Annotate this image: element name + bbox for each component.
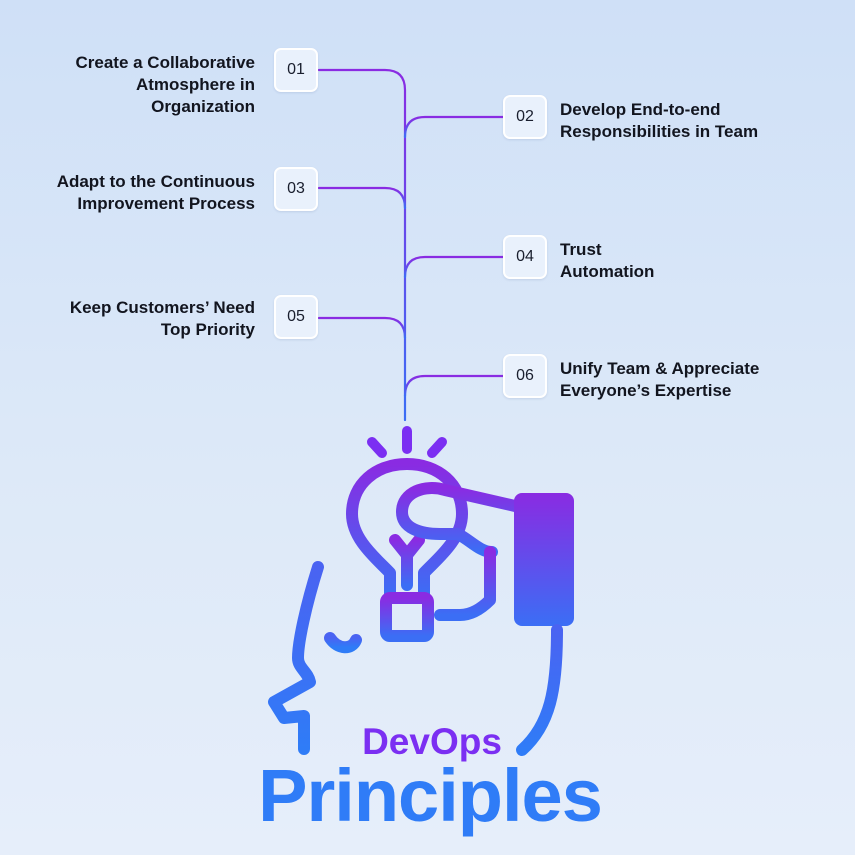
- connector-06: [403, 374, 505, 398]
- principle-number-02: 02: [503, 95, 547, 139]
- connector-02: [403, 115, 505, 139]
- connector-01: [317, 68, 407, 422]
- title-principles: Principles: [258, 754, 603, 837]
- principle-label-01: Create a Collaborative Atmosphere in Org…: [75, 53, 255, 116]
- principle-label-03: Adapt to the Continuous Improvement Proc…: [56, 172, 255, 213]
- principle-number-06: 06: [503, 354, 547, 398]
- principle-number-01: 01: [274, 48, 318, 92]
- hand-icon: [396, 482, 574, 626]
- principle-number-05: 05: [274, 295, 318, 339]
- principle-label-02: Develop End-to-end Responsibilities in T…: [560, 100, 759, 141]
- connector-03: [317, 186, 407, 210]
- principle-label-06: Unify Team & Appreciate Everyone’s Exper…: [560, 359, 760, 400]
- light-rays-icon: [367, 426, 447, 458]
- principle-number-04: 04: [503, 235, 547, 279]
- principle-label-05: Keep Customers’ Need Top Priority: [69, 298, 255, 339]
- connector-05: [317, 316, 407, 340]
- principle-number-03: 03: [274, 167, 318, 211]
- title-devops: DevOps: [362, 721, 502, 762]
- principle-label-04: Trust Automation: [560, 240, 655, 281]
- connector-04: [403, 255, 505, 279]
- head-profile-icon: [268, 561, 563, 756]
